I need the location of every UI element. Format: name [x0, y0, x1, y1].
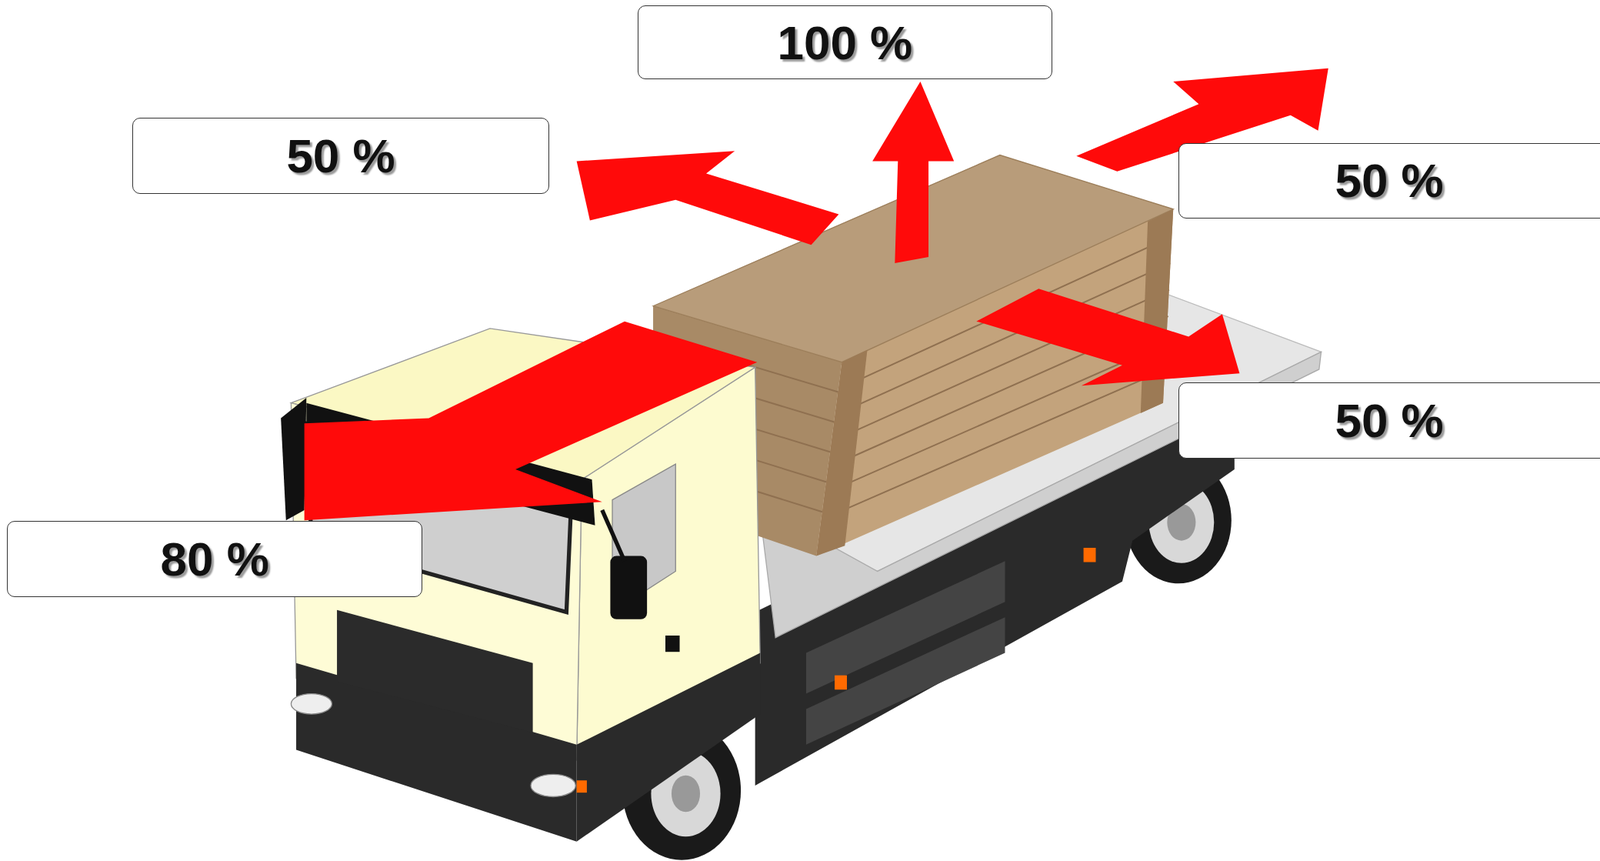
percentage-label: 100 % [776, 15, 913, 70]
percentage-label: 50 % [286, 128, 395, 184]
percentage-label: 50 % [1334, 393, 1444, 448]
marker-light [834, 675, 847, 690]
percentage-box: 80 % [6, 520, 423, 597]
side-skirt [806, 616, 1006, 745]
left-arrow [576, 150, 840, 245]
percentage-box: 50 % [1178, 382, 1600, 458]
percentage-box: 50 % [1178, 143, 1600, 219]
percentage-box: 100 % [637, 5, 1053, 80]
percentage-label: 80 % [160, 531, 270, 587]
up-arrow [872, 81, 954, 264]
percentage-box: 50 % [132, 117, 549, 194]
right-arrow [976, 288, 1240, 386]
marker-light [1083, 547, 1097, 563]
forward-arrow [304, 321, 758, 521]
percentage-label: 50 % [1334, 153, 1444, 208]
